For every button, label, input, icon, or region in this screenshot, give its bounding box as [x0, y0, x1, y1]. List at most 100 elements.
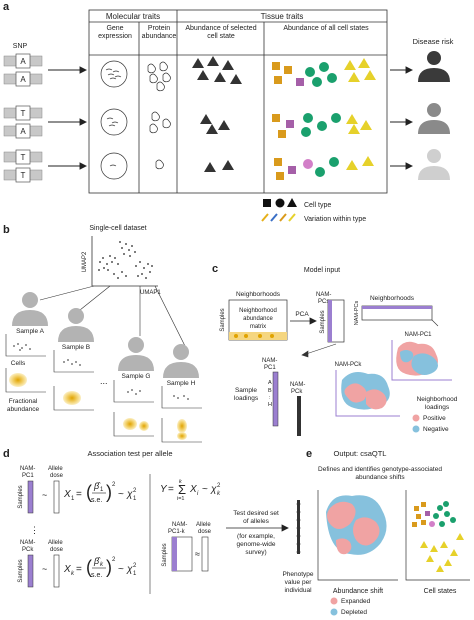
svg-text:~: ~	[118, 564, 124, 575]
nam-pck-col-label: NAM-	[290, 382, 305, 388]
d-allele-dose-label-1: Allele	[48, 466, 63, 472]
phenotype-column	[296, 500, 301, 554]
d-nam-pck-label-1: NAM-	[20, 540, 35, 546]
svg-text:1: 1	[71, 496, 75, 502]
loading-b: B	[268, 388, 272, 394]
loadings-matrix	[361, 305, 433, 321]
neighborhoods2-label: Neighborhoods	[370, 295, 415, 302]
eq-xk: X k = ( β̂ k s.e. ) 2 ~ χ 2 1	[63, 556, 137, 579]
svg-text:i=1: i=1	[177, 496, 185, 502]
abundance-shift-map	[317, 490, 398, 581]
disease-risk-people	[418, 51, 450, 180]
abundance-selected-header: Abundance of selected cell state	[185, 25, 257, 40]
c-connectors	[301, 319, 439, 358]
svg-text:2: 2	[217, 483, 221, 489]
loading-h: H	[268, 402, 272, 408]
legend-cell-type: Cell type	[304, 202, 331, 209]
allele-3b: T	[21, 171, 26, 180]
protein-abundance-blobs	[147, 61, 171, 170]
allele-2a: T	[21, 109, 26, 118]
svg-text:χ: χ	[210, 484, 217, 495]
svg-text:k: k	[217, 491, 221, 497]
eq-y: Y = Σ k i=1 X i ~ χ 2 k	[160, 479, 221, 502]
umap2-label: UMAP2	[82, 251, 88, 272]
snp-label: SNP	[13, 43, 28, 50]
svg-text:β̂: β̂	[93, 556, 101, 566]
test-desired-2: of alleles	[243, 518, 269, 525]
negative-swatch	[412, 425, 420, 433]
snp-chromosomes: A A T A T T	[3, 53, 43, 183]
nam-matrix	[228, 299, 288, 341]
d-nam-pc1-label-2: PC1	[22, 473, 34, 479]
phenotype-label-1: Phenotype	[282, 571, 313, 578]
svg-text:k: k	[71, 571, 75, 577]
legend-variation: Variation within type	[304, 216, 366, 223]
disease-risk-label: Disease risk	[413, 37, 454, 46]
protein-abundance-header: Protein abundance	[141, 25, 177, 40]
positive-swatch	[412, 414, 420, 422]
loading-a: A	[268, 380, 272, 386]
loading-dots: :	[269, 395, 271, 401]
example-1: (for example,	[237, 533, 275, 540]
panel-d-label: d	[3, 448, 10, 460]
test-desired-1: Test desired set	[233, 510, 279, 517]
panel-c-label: c	[212, 263, 218, 275]
svg-text:2: 2	[133, 488, 137, 494]
pck-loadings-bar	[297, 396, 301, 436]
fractional-abundance-label: Fractional abundance	[6, 398, 40, 413]
svg-text:(: (	[86, 557, 92, 577]
defines-label-1: Defines and identifies genotype-associat…	[318, 466, 442, 473]
d-samples-1: Samples	[18, 485, 24, 508]
d-tilde-1: ~	[42, 490, 47, 500]
svg-text:=: =	[76, 564, 82, 575]
all-cell-states	[272, 58, 376, 180]
neighborhood-loadings-label-1: Neighborhood	[417, 396, 458, 403]
nam-pcs-top-label-2: PCs	[318, 299, 329, 305]
depleted-swatch	[330, 608, 338, 616]
phenotype-label-2: value per	[285, 579, 313, 586]
cells-label: Cells	[11, 360, 26, 367]
nam-pc1-loadings-label: NAM-PC1	[404, 332, 432, 338]
svg-text:Y: Y	[160, 484, 168, 495]
sample-loadings-bar	[272, 371, 279, 427]
svg-text:χ: χ	[126, 489, 133, 500]
molecular-traits-header: Molecular traits	[106, 12, 160, 21]
phenotype-label-3: individual	[284, 587, 312, 594]
fractional-abundance-blobs	[9, 373, 187, 440]
d-to-e-arrow	[226, 524, 289, 532]
panel-a-label: a	[3, 1, 10, 13]
ellipsis: ...	[100, 376, 108, 386]
nam-pck-col-label-2: PCk	[291, 389, 303, 395]
nam-pc1-col-label: NAM-	[262, 358, 277, 364]
pc-matrix	[327, 299, 345, 343]
pca-arrow	[290, 317, 317, 325]
sample-loadings-label-1: Sample	[235, 387, 257, 394]
abundance-all-header: Abundance of all cell states	[283, 25, 369, 32]
svg-text:=: =	[76, 489, 82, 500]
d-nam-pc1k-label-1: NAM-	[172, 522, 187, 528]
umap-plot	[91, 236, 158, 287]
d-samples-3: Samples	[162, 543, 168, 566]
expanded-label: Expanded	[341, 598, 371, 605]
sample-a-label: Sample A	[16, 328, 44, 335]
neighborhood-loadings-label-2: loadings	[425, 404, 450, 411]
sample-h-label: Sample H	[167, 380, 196, 387]
nam-pck-loadings-label: NAM-PCk	[335, 362, 363, 368]
svg-text:): )	[106, 482, 112, 502]
panel-e-label: e	[306, 448, 312, 460]
d-nam-pck-label-2: PCk	[22, 547, 34, 553]
svg-text:X: X	[63, 489, 71, 500]
panel-b-connectors	[39, 285, 186, 347]
model-input-label: Model input	[304, 267, 340, 274]
allele-1b: A	[20, 75, 26, 84]
d-allele-dose3-label-2: dose	[198, 529, 212, 535]
gene-expression-cells	[100, 60, 128, 180]
d-allele-dose2-label-1: Allele	[48, 540, 63, 546]
neighborhoods-label: Neighborhoods	[236, 291, 281, 298]
svg-text:~: ~	[202, 484, 208, 495]
cell-states-label: Cell states	[424, 588, 457, 595]
panel-a-legend	[261, 198, 297, 222]
d-approx: ≈	[195, 549, 200, 559]
svg-text:k: k	[100, 562, 104, 568]
